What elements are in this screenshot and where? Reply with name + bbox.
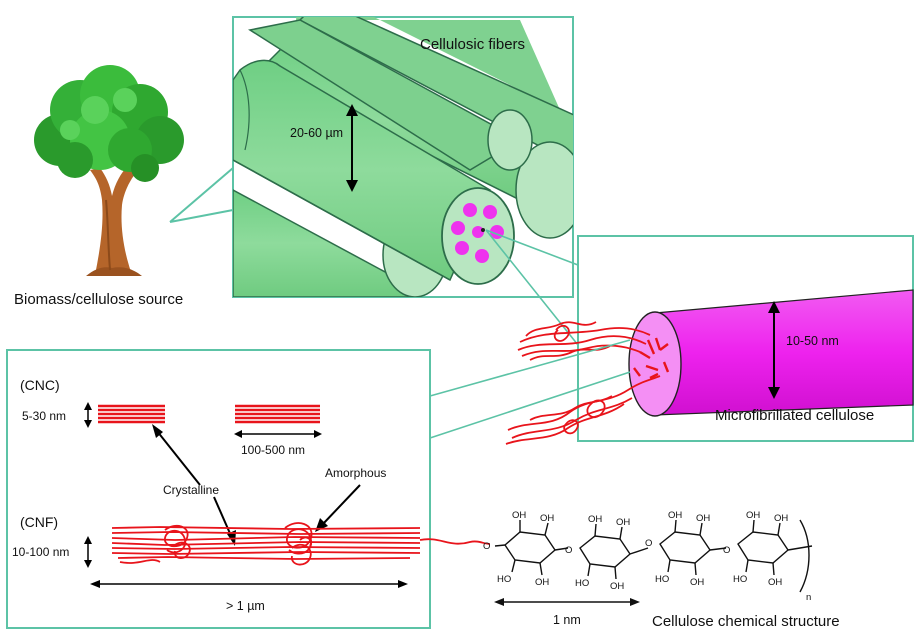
cnc-label: (CNC) <box>20 377 60 393</box>
svg-text:OH: OH <box>746 510 760 521</box>
structure-title-label: Cellulose chemical structure <box>652 613 840 630</box>
svg-text:O: O <box>483 541 490 552</box>
chem-labels: OH OH HO OH O O OH OH HO OH O OH OH HO O… <box>483 510 811 603</box>
svg-text:OH: OH <box>774 513 788 524</box>
svg-text:OH: OH <box>696 513 710 524</box>
svg-text:HO: HO <box>497 574 511 585</box>
mfc-callout-line <box>429 339 631 439</box>
cellulosic-fibers-panel <box>232 16 574 298</box>
biomass-source-label: Biomass/cellulose source <box>14 291 183 308</box>
mfc-label: Microfibrillated cellulose <box>715 407 874 424</box>
svg-text:HO: HO <box>733 574 747 585</box>
svg-text:HO: HO <box>575 578 589 589</box>
tree-icon <box>34 65 184 276</box>
tree-callout-line <box>169 167 234 223</box>
cellulosic-fibers-label: Cellulosic fibers <box>420 36 525 53</box>
crystalline-label: Crystalline <box>163 483 219 497</box>
mfc-size-label: 10-50 nm <box>786 334 839 348</box>
fiber-size-label: 20-60 µm <box>290 126 343 140</box>
cnf-label: (CNF) <box>20 514 58 530</box>
svg-text:n: n <box>806 592 811 603</box>
svg-text:HO: HO <box>655 574 669 585</box>
cnc-length-label: 100-500 nm <box>241 443 305 457</box>
svg-text:OH: OH <box>616 517 630 528</box>
svg-text:OH: OH <box>768 577 782 588</box>
svg-text:OH: OH <box>535 577 549 588</box>
svg-text:OH: OH <box>512 510 526 521</box>
cnc-cnf-panel <box>6 349 491 629</box>
svg-text:OH: OH <box>588 514 602 525</box>
svg-text:OH: OH <box>540 513 554 524</box>
cnf-length-label: > 1 µm <box>226 599 265 613</box>
cellulose-chemical-structure <box>494 519 813 606</box>
svg-text:O: O <box>645 538 652 549</box>
svg-text:OH: OH <box>668 510 682 521</box>
svg-text:OH: OH <box>690 577 704 588</box>
amorphous-label: Amorphous <box>325 466 386 480</box>
cnf-thickness-label: 10-100 nm <box>12 545 69 559</box>
svg-text:O: O <box>723 545 730 556</box>
cnc-thickness-label: 5-30 nm <box>22 409 66 423</box>
svg-text:O: O <box>565 545 572 556</box>
svg-text:OH: OH <box>610 581 624 592</box>
structure-scale-label: 1 nm <box>553 613 581 627</box>
